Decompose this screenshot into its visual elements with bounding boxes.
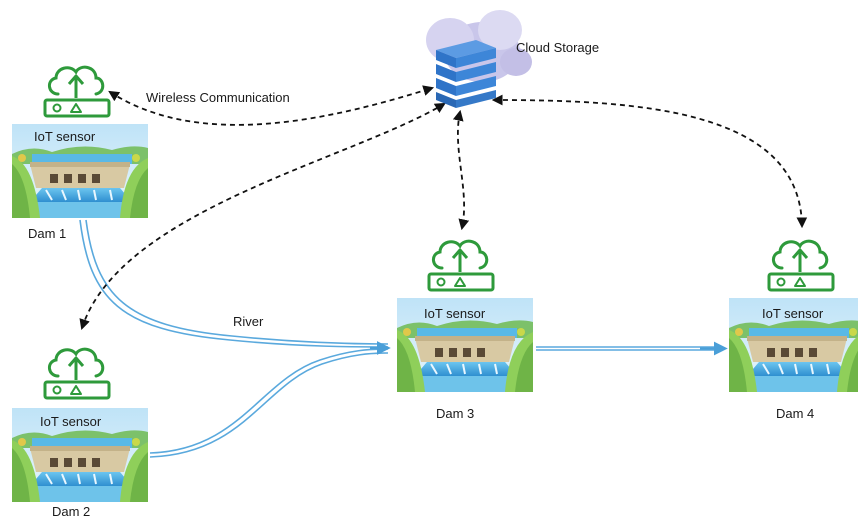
iot-sensor-label: IoT sensor <box>424 306 486 321</box>
dam-2: IoT sensor Dam 2 <box>11 347 149 519</box>
iot-sensor-label: IoT sensor <box>762 306 824 321</box>
link-dam4-cloud <box>491 94 808 229</box>
dam-3: IoT sensor Dam 3 <box>396 239 534 421</box>
dam-name-label: Dam 3 <box>436 406 474 421</box>
iot-sensor-icon <box>427 239 495 292</box>
dam-1: IoT sensor Dam 1 <box>11 65 149 241</box>
dam-name-label: Dam 1 <box>28 226 66 241</box>
cloud-storage-label: Cloud Storage <box>516 40 599 55</box>
iot-sensor-icon <box>43 347 111 400</box>
wireless-links <box>79 85 808 331</box>
iot-sensor-label: IoT sensor <box>34 129 96 144</box>
dam-name-label: Dam 2 <box>52 504 90 519</box>
dam-4: IoT sensor Dam 4 <box>728 239 858 421</box>
river-link-dam3-dam4 <box>536 346 718 351</box>
iot-sensor-label: IoT sensor <box>40 414 102 429</box>
cloud-storage: Cloud Storage <box>426 10 599 108</box>
dam-name-label: Dam 4 <box>776 406 814 421</box>
server-stack-icon <box>436 40 496 108</box>
wireless-communication-label: Wireless Communication <box>146 90 290 105</box>
iot-sensor-icon <box>767 239 835 292</box>
river-label: River <box>233 314 264 329</box>
iot-sensor-icon <box>43 65 111 118</box>
link-dam3-cloud <box>452 109 470 231</box>
